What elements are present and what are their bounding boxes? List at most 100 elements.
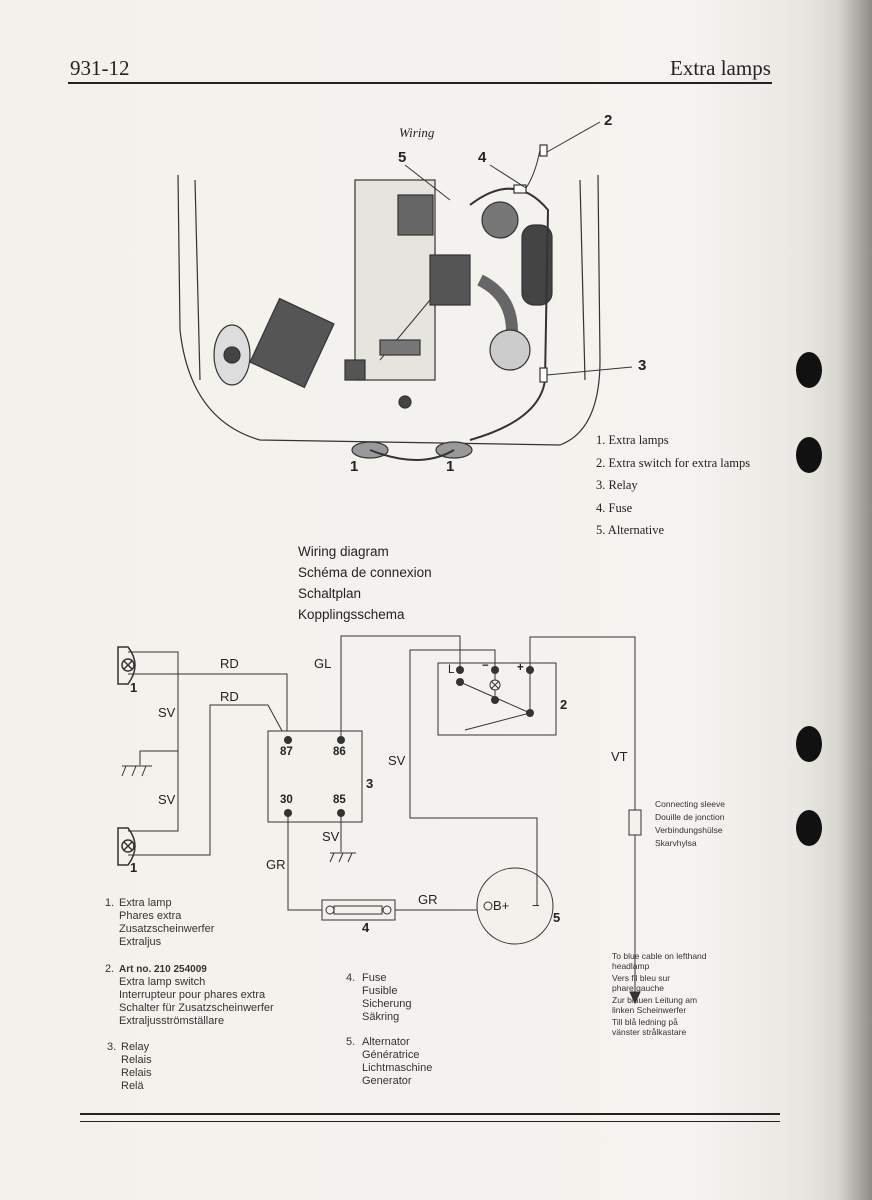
component-number-lamp: 1 xyxy=(130,680,138,695)
legend-item: 1. Extra lamps xyxy=(596,433,669,447)
callout-4: 4 xyxy=(478,149,487,166)
diagram-title-fr: Schéma de connexion xyxy=(298,565,432,580)
wire-85-ground xyxy=(329,813,356,863)
illustration-title: Wiring xyxy=(399,125,435,140)
arrow-note: To blue cable on lefthand headlamp Vers … xyxy=(612,951,707,1037)
connecting-sleeve xyxy=(628,809,642,836)
page-number: 931-12 xyxy=(70,56,130,80)
component-number-lamp: 1 xyxy=(130,860,138,875)
note-line: Verbindungshülse xyxy=(655,825,723,835)
alternator-symbol xyxy=(476,867,554,945)
diagram-title-sv: Kopplingsschema xyxy=(298,607,405,622)
wire-sv xyxy=(128,651,179,832)
legend-num: 5. xyxy=(346,1036,356,1048)
wire-label-gr: GR xyxy=(266,857,286,872)
ground-symbol xyxy=(121,765,152,777)
callout-3: 3 xyxy=(638,357,647,374)
alternator-minus: − xyxy=(532,898,540,913)
component-number-switch: 2 xyxy=(560,697,568,712)
legend-line: Generator xyxy=(362,1075,412,1087)
wire-ground-branch xyxy=(139,750,178,765)
switch-pin-plus: + xyxy=(517,662,524,674)
wire-label-sv: SV xyxy=(322,829,340,844)
note-line: Connecting sleeve xyxy=(655,799,725,809)
relay-pin-86: 86 xyxy=(333,746,346,758)
sleeve-note: Connecting sleeve Douille de jonction Ve… xyxy=(655,798,725,850)
extra-lamp-top-symbol xyxy=(117,646,136,685)
diagram-titles: Wiring diagram Schéma de connexion Schal… xyxy=(298,541,432,625)
section-title: Extra lamps xyxy=(670,56,771,80)
binder-hole xyxy=(796,726,822,762)
legend-text: Relay Relais Relais Relä xyxy=(121,1041,152,1093)
legend-item-5: 5. Alternator Génératrice Lichtmaschine … xyxy=(346,1036,432,1087)
legend-num: 1. xyxy=(105,897,115,909)
legend-line: Phares extra xyxy=(119,910,182,922)
switch-pin-minus: − xyxy=(482,660,489,672)
relay-pin-30: 30 xyxy=(280,794,293,806)
legend-text: Alternator Génératrice Lichtmaschine Gen… xyxy=(362,1036,432,1088)
diagram-title-en: Wiring diagram xyxy=(298,544,389,559)
legend-text: Art no. 210 254009 Extra lamp switch Int… xyxy=(119,963,274,1028)
legend-item-1: 1. Extra lamp Phares extra Zusatzscheinw… xyxy=(105,897,214,948)
note-line: linken Scheinwerfer xyxy=(612,1005,687,1015)
note-line: Vers fil bleu sur xyxy=(612,973,671,983)
component-number-relay: 3 xyxy=(366,776,374,791)
legend-line: Interrupteur pour phares extra xyxy=(119,989,266,1001)
extra-lamp-bottom-symbol xyxy=(117,827,136,866)
legend-item: 3. Relay xyxy=(596,478,638,492)
legend-item-3: 3. Relay Relais Relais Relä xyxy=(107,1041,152,1092)
binder-hole xyxy=(796,352,822,388)
legend-line: Relais xyxy=(121,1067,152,1079)
component-number-fuse: 4 xyxy=(362,920,370,935)
legend-line: Relais xyxy=(121,1054,152,1066)
callout-5: 5 xyxy=(398,149,407,166)
note-line: To blue cable on lefthand xyxy=(612,951,707,961)
binder-hole xyxy=(796,810,822,846)
legend-line: Fusible xyxy=(362,985,398,997)
arrow-head xyxy=(629,991,641,1005)
legend-num: 3. xyxy=(107,1041,117,1053)
wire-label-rd: RD xyxy=(220,656,239,671)
illustration-legend: 1. Extra lamps 2. Extra switch for extra… xyxy=(596,429,750,542)
switch-pin-l: L xyxy=(448,664,455,676)
wire-label-sv: SV xyxy=(388,753,406,768)
wire-label-vt: VT xyxy=(611,749,628,764)
wire-label-sv: SV xyxy=(158,705,176,720)
binder-hole xyxy=(796,437,822,473)
legend-line: Extraljusströmställare xyxy=(119,1015,225,1027)
wire-sv-switch xyxy=(409,649,538,880)
note-line: headlamp xyxy=(612,961,650,971)
footer-rule-2 xyxy=(80,1121,780,1122)
legend-line: Fuse xyxy=(362,972,387,984)
legend-line: Zusatzscheinwerfer xyxy=(119,923,215,935)
legend-num: 2. xyxy=(105,963,115,975)
callout-1a: 1 xyxy=(350,458,359,475)
legend-item: 4. Fuse xyxy=(596,500,633,515)
note-line: Douille de jonction xyxy=(655,812,725,822)
legend-item: 5. Alternative xyxy=(596,523,665,537)
legend-line: Art no. 210 254009 xyxy=(119,964,207,975)
callout-2: 2 xyxy=(604,112,613,129)
footer-rule xyxy=(80,1113,780,1115)
legend-line: Lichtmaschine xyxy=(362,1062,433,1074)
note-line: Zur blauen Leitung am xyxy=(612,995,698,1005)
legend-text: Fuse Fusible Sicherung Säkring xyxy=(362,972,412,1024)
wire-gl xyxy=(340,635,461,740)
terminal-dots xyxy=(284,666,534,817)
legend-line: Schalter für Zusatzscheinwerfer xyxy=(119,1002,274,1014)
battery xyxy=(249,297,335,389)
legend-item-2: 2. Art no. 210 254009 Extra lamp switch … xyxy=(105,963,274,1027)
component-number-alternator: 5 xyxy=(553,910,561,925)
legend-item-4: 4. Fuse Fusible Sicherung Säkring xyxy=(346,972,412,1023)
header-rule xyxy=(68,82,772,84)
diagram-title-de: Schaltplan xyxy=(298,586,362,601)
wire-label-sv: SV xyxy=(158,792,176,807)
legend-line: Säkring xyxy=(362,1011,400,1023)
legend-line: Extra lamp switch xyxy=(119,976,206,988)
legend-item: 2. Extra switch for extra lamps xyxy=(596,455,751,470)
legend-line: Alternator xyxy=(362,1036,410,1048)
wire-rd-2 xyxy=(128,704,288,856)
legend-num: 4. xyxy=(346,972,356,984)
legend-line: Génératrice xyxy=(362,1049,420,1061)
